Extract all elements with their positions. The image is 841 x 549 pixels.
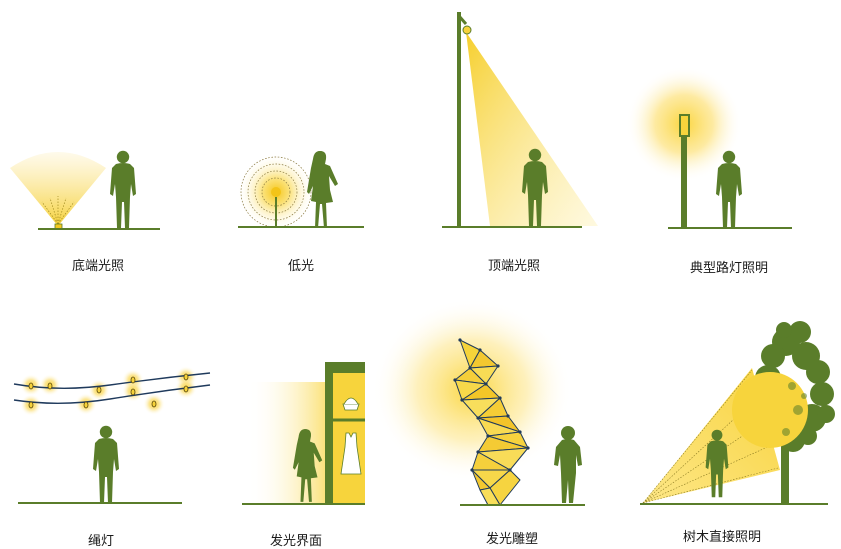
tree-lit-canopy <box>732 372 808 448</box>
string-light-bulbs-icon <box>28 373 189 409</box>
caption-street-lamp: 典型路灯照明 <box>689 261 769 276</box>
panel-top-light <box>442 12 598 228</box>
panel-glowing-sculpture <box>372 298 585 506</box>
low-light-bulb-icon <box>271 187 281 197</box>
panel-uplight <box>10 150 160 230</box>
caption-top-light: 顶端光照 <box>487 259 541 274</box>
sculpture-body <box>454 339 529 506</box>
panel-glowing-facade <box>242 362 365 505</box>
caption-uplight: 底端光照 <box>71 259 125 274</box>
top-light-lamp-icon <box>462 25 472 35</box>
dress-icon <box>340 432 362 475</box>
handbag-icon <box>342 397 360 411</box>
street-lamp-head-icon <box>679 114 690 137</box>
man-silhouette <box>93 425 119 503</box>
tree-trunk <box>781 440 789 504</box>
rope-lower <box>13 384 211 404</box>
panel-string-lights <box>13 366 211 504</box>
street-lamp-pole <box>681 130 687 227</box>
panel-low-light <box>238 151 364 230</box>
caption-string-lights: 绳灯 <box>87 534 115 549</box>
caption-glowing-facade: 发光界面 <box>269 534 323 549</box>
sculpture-joints <box>453 338 530 472</box>
tree-lit-leaves <box>782 382 807 436</box>
top-light-beam <box>466 32 598 226</box>
facade-header <box>325 362 365 372</box>
panel-street-lamp <box>626 66 792 229</box>
caption-tree-lighting: 树木直接照明 <box>682 530 762 545</box>
caption-low-light: 低光 <box>287 259 315 274</box>
child-silhouette <box>554 426 582 503</box>
panel-tree-lighting <box>640 321 835 505</box>
string-light-glows <box>20 366 197 416</box>
tree-foliage <box>755 321 835 452</box>
rope-upper <box>13 372 211 389</box>
top-light-arm <box>457 15 468 25</box>
facade-glow <box>248 382 326 504</box>
man-silhouette <box>110 150 136 228</box>
caption-glowing-sculpture: 发光雕塑 <box>485 532 539 547</box>
uplight-beam <box>10 152 106 226</box>
facade-frame <box>325 362 333 504</box>
